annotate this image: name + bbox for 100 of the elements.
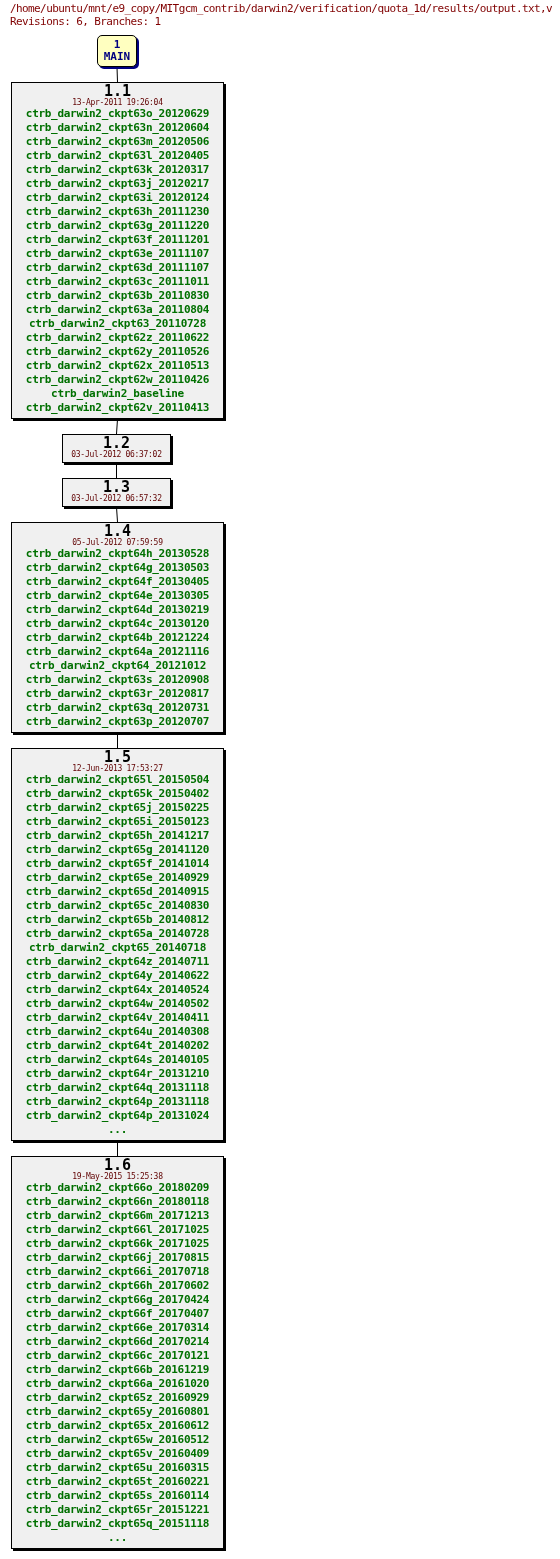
tag-name: ctrb_darwin2_ckpt64v_20140411 [25,1011,210,1025]
tag-name: ctrb_darwin2_ckpt63n_20120604 [25,121,210,135]
tag-name: ctrb_darwin2_ckpt65d_20140915 [25,885,210,899]
tag-name: ctrb_darwin2_ckpt64x_20140524 [25,983,210,997]
tag-name: ctrb_darwin2_ckpt63_20110728 [28,317,206,331]
commit-date: 03-Jul-2012 06:57:32 [71,494,162,503]
file-path-title: /home/ubuntu/mnt/e9_copy/MITgcm_contrib/darwin2/verification/quota_1d/results/output.txt,v [10,2,553,15]
revision-box [11,82,224,419]
tag-name: ctrb_darwin2_ckpt65a_20140728 [25,927,210,941]
tag-name: ctrb_darwin2_ckpt63h_20111230 [25,205,210,219]
tag-name: ctrb_darwin2_ckpt64z_20140711 [25,955,210,969]
tag-name: ctrb_darwin2_ckpt63p_20120707 [25,715,210,729]
tag-name: ctrb_darwin2_ckpt64p_20131024 [25,1109,210,1123]
tag-name: ctrb_darwin2_ckpt64y_20140622 [25,969,210,983]
tag-name: ctrb_darwin2_ckpt64c_20130120 [25,617,210,631]
tag-name: ctrb_darwin2_ckpt64h_20130528 [25,547,210,561]
tag-name: ctrb_darwin2_ckpt65u_20160315 [25,1461,210,1475]
connector-line [116,66,118,83]
tag-name: ctrb_darwin2_ckpt66d_20170214 [25,1335,210,1349]
tag-name: ctrb_darwin2_ckpt64e_20130305 [25,589,210,603]
tag-name: ctrb_darwin2_ckpt65i_20150123 [25,815,210,829]
tag-name: ctrb_darwin2_ckpt65r_20151221 [25,1503,210,1517]
tag-name: ctrb_darwin2_ckpt63f_20111201 [25,233,210,247]
tag-name: ctrb_darwin2_ckpt63s_20120908 [25,673,210,687]
tag-name: ctrb_darwin2_ckpt63j_20120217 [25,177,210,191]
tag-name: ctrb_darwin2_ckpt65q_20151118 [25,1517,210,1531]
revision-number: 1.4 [103,524,132,538]
tag-name: ctrb_darwin2_ckpt66b_20161219 [25,1363,210,1377]
revision-number: 1.5 [103,750,132,764]
tag-name: ctrb_darwin2_ckpt66o_20180209 [25,1181,210,1195]
tag-name: ctrb_darwin2_ckpt66k_20171025 [25,1237,210,1251]
revision-number: 1.3 [102,480,131,494]
tag-name: ctrb_darwin2_ckpt65h_20141217 [25,829,210,843]
commit-date: 03-Jul-2012 06:37:02 [71,450,162,459]
tag-name: ctrb_darwin2_ckpt65_20140718 [28,941,206,955]
tag-name: ctrb_darwin2_ckpt65t_20160221 [25,1475,210,1489]
tag-name: ctrb_darwin2_ckpt65e_20140929 [25,871,210,885]
revision-box [62,478,171,507]
tag-name: ctrb_darwin2_ckpt66l_20171025 [25,1223,210,1237]
revision-number: 1.6 [103,1158,132,1172]
tag-name: ctrb_darwin2_ckpt65j_20150225 [25,801,210,815]
tag-name: ctrb_darwin2_ckpt65g_20141120 [25,843,210,857]
tag-name: ctrb_darwin2_ckpt62v_20110413 [25,401,210,415]
tag-name: ... [108,1123,127,1137]
tag-name: ctrb_darwin2_ckpt66c_20170121 [25,1349,210,1363]
tag-name: ctrb_darwin2_ckpt64g_20130503 [25,561,210,575]
revision-box [62,434,171,463]
tag-name: ctrb_darwin2_ckpt66a_20161020 [25,1377,210,1391]
tag-name: ctrb_darwin2_ckpt64q_20131118 [25,1081,210,1095]
connector-line [116,418,118,435]
commit-date: 19-May-2015 15:25:38 [72,1172,163,1181]
tag-name: ctrb_darwin2_ckpt66g_20170424 [25,1293,210,1307]
revision-number: 1.2 [102,436,131,450]
tag-name: ctrb_darwin2_ckpt64b_20121224 [25,631,210,645]
tag-name: ctrb_darwin2_ckpt64u_20140308 [25,1025,210,1039]
tag-name: ctrb_darwin2_ckpt66e_20170314 [25,1321,210,1335]
tag-name: ctrb_darwin2_ckpt63e_20111107 [25,247,210,261]
tag-name: ctrb_darwin2_ckpt64w_20140502 [25,997,210,1011]
branch-label: 1 [113,39,121,51]
commit-date: 05-Jul-2012 07:59:59 [72,538,163,547]
tag-name: ctrb_darwin2_ckpt64d_20130219 [25,603,210,617]
revision-box [11,1156,224,1549]
tag-name: ctrb_darwin2_ckpt63m_20120506 [25,135,210,149]
tag-name: ctrb_darwin2_ckpt65s_20160114 [25,1489,210,1503]
tag-name: ctrb_darwin2_ckpt65v_20160409 [25,1447,210,1461]
tag-name: ctrb_darwin2_baseline [51,387,184,401]
tag-name: ctrb_darwin2_ckpt65c_20140830 [25,899,210,913]
tag-name: ctrb_darwin2_ckpt64_20121012 [28,659,206,673]
tag-name: ctrb_darwin2_ckpt63a_20110804 [25,303,210,317]
tag-name: ctrb_darwin2_ckpt62x_20110513 [25,359,210,373]
tag-name: ... [108,1531,127,1545]
tag-name: ctrb_darwin2_ckpt66f_20170407 [25,1307,210,1321]
tag-name: ctrb_darwin2_ckpt62y_20110526 [25,345,210,359]
tag-name: ctrb_darwin2_ckpt62w_20110426 [25,373,210,387]
tag-name: ctrb_darwin2_ckpt63k_20120317 [25,163,210,177]
tag-name: ctrb_darwin2_ckpt65l_20150504 [25,773,210,787]
tag-name: ctrb_darwin2_ckpt63l_20120405 [25,149,210,163]
tag-name: ctrb_darwin2_ckpt63q_20120731 [25,701,210,715]
tag-name: ctrb_darwin2_ckpt63r_20120817 [25,687,210,701]
tag-name: ctrb_darwin2_ckpt64a_20121116 [25,645,210,659]
connector-line [116,506,118,523]
tag-name: ctrb_darwin2_ckpt65z_20160929 [25,1391,210,1405]
tag-name: ctrb_darwin2_ckpt65k_20150402 [25,787,210,801]
tag-name: ctrb_darwin2_ckpt63i_20120124 [25,191,210,205]
tag-name: ctrb_darwin2_ckpt65w_20160512 [25,1433,210,1447]
tag-name: ctrb_darwin2_ckpt64r_20131210 [25,1067,210,1081]
commit-date: 13-Apr-2011 19:26:04 [72,98,163,107]
tag-name: ctrb_darwin2_ckpt66i_20170718 [25,1265,210,1279]
commit-date: 12-Jun-2013 17:53:27 [72,764,163,773]
revision-box [11,748,224,1141]
tag-name: ctrb_darwin2_ckpt65x_20160612 [25,1419,210,1433]
tag-name: ctrb_darwin2_ckpt63b_20110830 [25,289,210,303]
tag-name: ctrb_darwin2_ckpt65b_20140812 [25,913,210,927]
tag-name: ctrb_darwin2_ckpt64t_20140202 [25,1039,210,1053]
branch-box [97,35,137,67]
branch-label: MAIN [103,51,131,63]
tag-name: ctrb_darwin2_ckpt63g_20111220 [25,219,210,233]
tag-name: ctrb_darwin2_ckpt66j_20170815 [25,1251,210,1265]
tag-name: ctrb_darwin2_ckpt63d_20111107 [25,261,210,275]
tag-name: ctrb_darwin2_ckpt65f_20141014 [25,857,210,871]
